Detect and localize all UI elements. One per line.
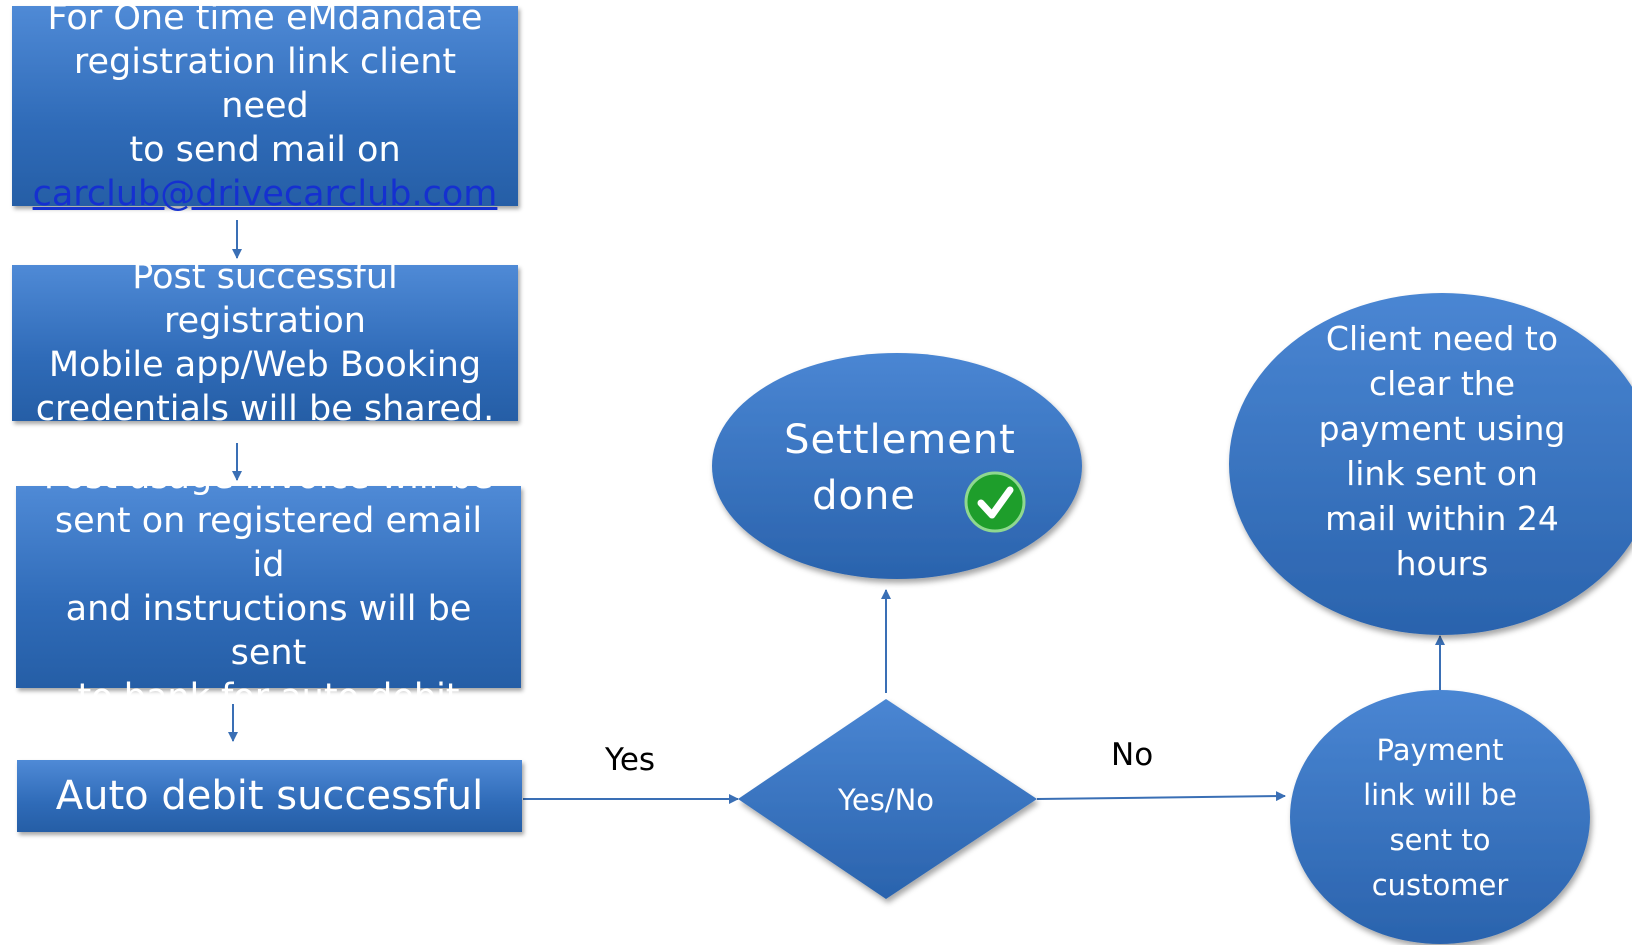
step1-text: For One time eMdandate registration link…: [47, 0, 483, 170]
settlement-label: Settlement done: [740, 408, 1060, 528]
decision-label: Yes/No: [837, 783, 935, 817]
payment-link-oval: [1290, 690, 1590, 944]
step2-box: Post successful registration Mobile app/…: [12, 257, 518, 429]
client-clear-label: Client need to clear the payment using l…: [1318, 319, 1566, 583]
yes-label: Yes: [605, 742, 656, 778]
client-clear-oval: [1229, 293, 1632, 635]
payment-link-label: Payment link will be sent to customer: [1363, 733, 1517, 902]
step2-text: Post successful registration Mobile app/…: [35, 257, 495, 429]
email-link[interactable]: carclub@drivecarclub.com: [32, 174, 498, 214]
step1-box: For One time eMdandate registration link…: [12, 0, 518, 214]
arrow-decision-to-payment: [1036, 791, 1286, 802]
decision-diamond: [738, 699, 1037, 899]
check-icon: [964, 471, 1026, 533]
step4-text: Auto debit successful: [55, 773, 484, 819]
settlement-line1: Settlement: [784, 417, 1016, 463]
step3-box: Post usage invoice will be sent on regis…: [16, 457, 521, 717]
settlement-line2: done: [812, 473, 916, 519]
step4-box: Auto debit successful: [17, 760, 522, 832]
no-label: No: [1111, 737, 1154, 773]
step3-text: Post usage invoice will be sent on regis…: [43, 457, 494, 717]
